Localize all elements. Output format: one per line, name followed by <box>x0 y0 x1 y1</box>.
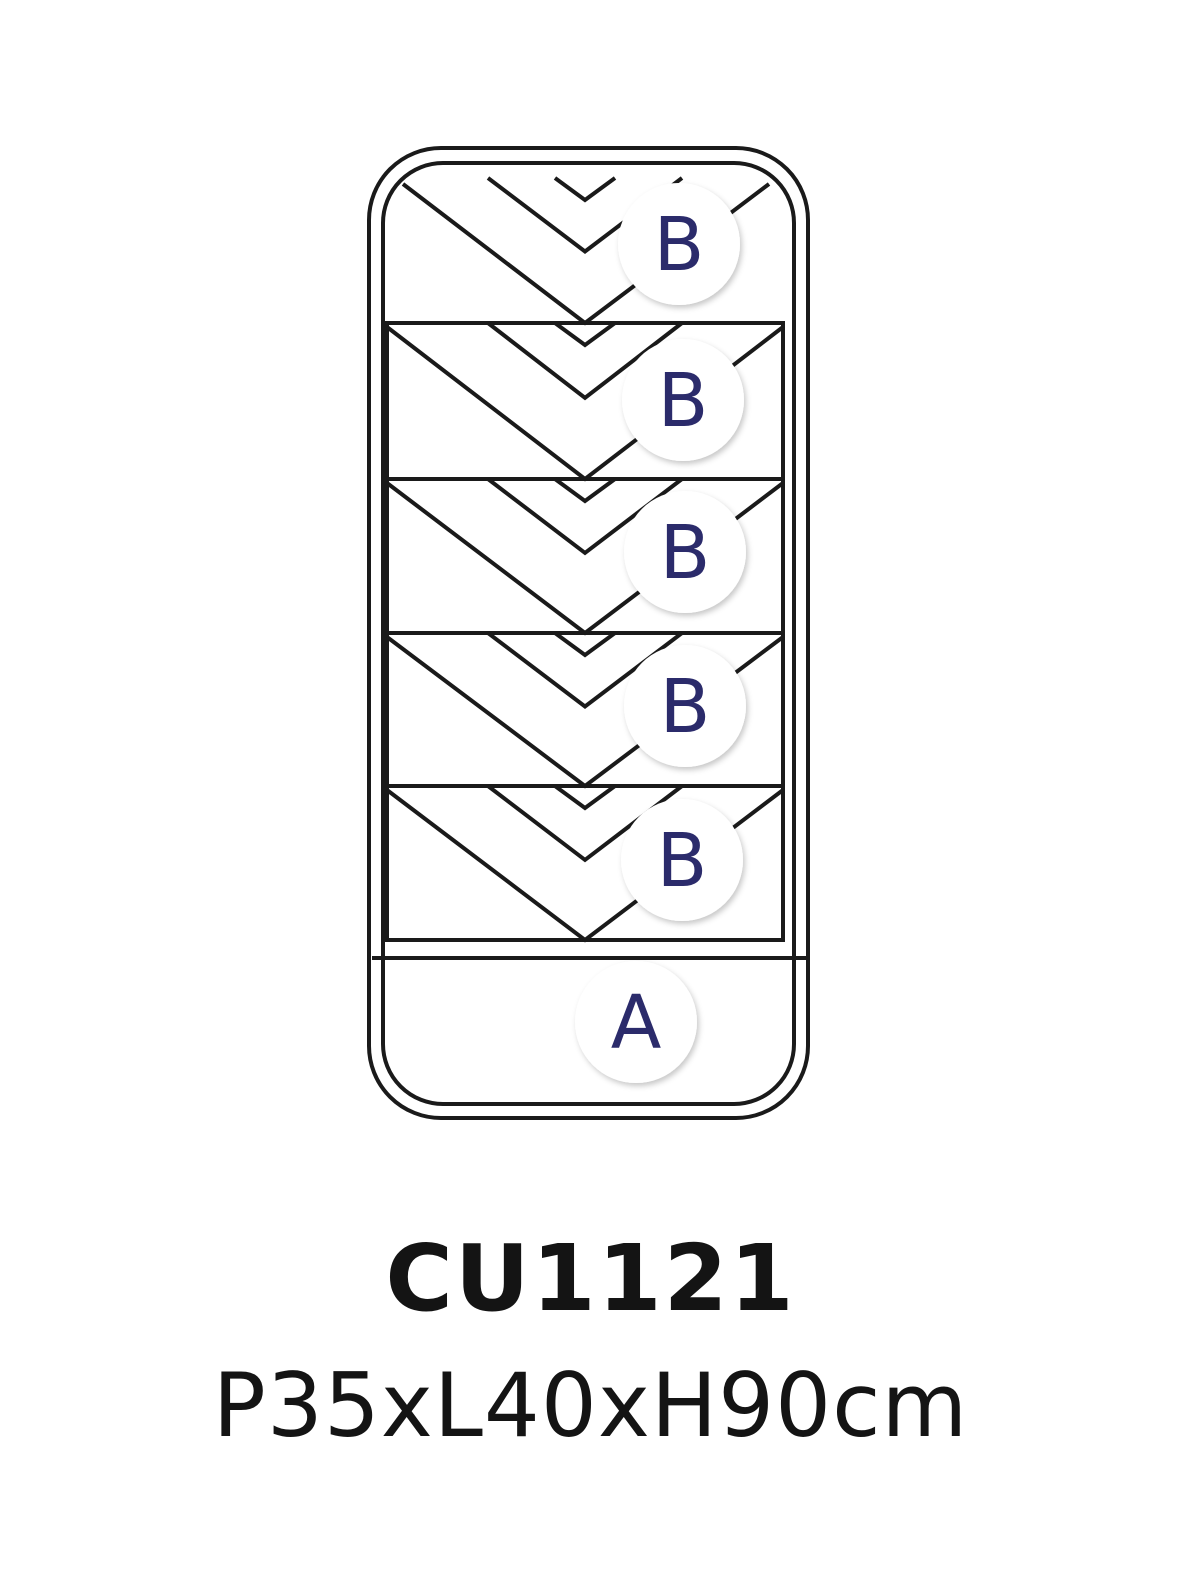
cabinet-outer-frame <box>367 146 810 1120</box>
cabinet-inner-frame <box>381 161 796 1106</box>
drawer-chevron-inner <box>553 321 617 348</box>
badge-circle <box>622 339 744 461</box>
compartment-badge: B <box>622 339 744 461</box>
drawer-chevron-inner <box>553 631 617 658</box>
badge-label: B <box>657 818 708 904</box>
product-code: CU1121 <box>385 1225 796 1332</box>
badge-circle <box>621 799 743 921</box>
badge-circle <box>575 961 697 1083</box>
badge-label: B <box>658 358 709 444</box>
compartment-badge: B <box>624 645 746 767</box>
drawer-chevron-middle <box>486 321 684 401</box>
badge-label: B <box>660 664 711 750</box>
badge-circle <box>624 645 746 767</box>
drawer-chevron-inner <box>553 784 617 811</box>
compartment-badge: B <box>621 799 743 921</box>
drawer-chevron-inner <box>553 176 617 203</box>
badge-label: B <box>654 202 705 288</box>
badge-circle <box>618 183 740 305</box>
product-dimensions: P35xL40xH90cm <box>212 1354 969 1457</box>
compartment-badge: B <box>618 183 740 305</box>
drawer-chevron-inner <box>553 477 617 504</box>
badge-circle <box>624 491 746 613</box>
badge-label: B <box>660 510 711 596</box>
compartment-badge: A <box>575 961 697 1083</box>
compartment-badge: B <box>624 491 746 613</box>
badge-label: A <box>611 980 662 1066</box>
